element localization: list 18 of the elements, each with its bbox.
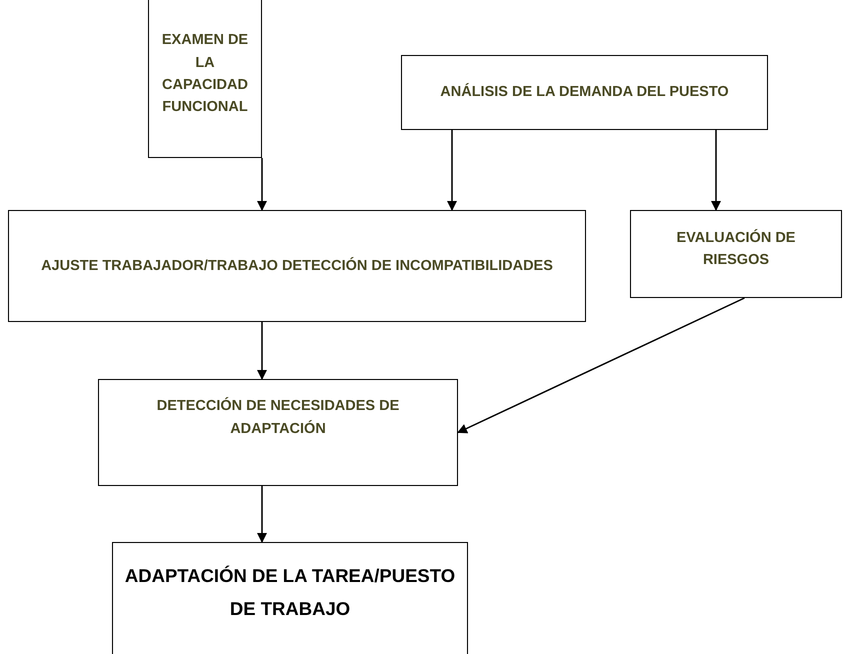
process-box [98, 379, 458, 486]
arrow [257, 486, 267, 543]
arrow [457, 297, 745, 434]
box-label: AJUSTE TRABAJADOR/TRABAJO DETECCIÓN DE INCOMPATIBILIDADES [41, 256, 553, 276]
arrow [447, 130, 457, 211]
box-label: EXAMEN DE LA CAPACIDAD FUNCIONAL [160, 31, 250, 118]
arrow [711, 130, 721, 211]
arrow [257, 322, 267, 380]
process-box [401, 55, 768, 130]
process-box [112, 542, 468, 654]
box-label: ADAPTACIÓN DE LA TAREA/PUESTO DE TRABAJO [124, 564, 456, 621]
box-label: DETECCIÓN DE NECESIDADES DE ADAPTACIÓN [156, 396, 400, 438]
process-box [630, 210, 842, 298]
process-box [8, 210, 586, 322]
box-label: ANÁLISIS DE LA DEMANDA DEL PUESTO [440, 82, 729, 102]
arrow [257, 158, 267, 211]
process-box [148, 0, 262, 158]
box-label: EVALUACIÓN DE RIESGOS [676, 228, 796, 270]
